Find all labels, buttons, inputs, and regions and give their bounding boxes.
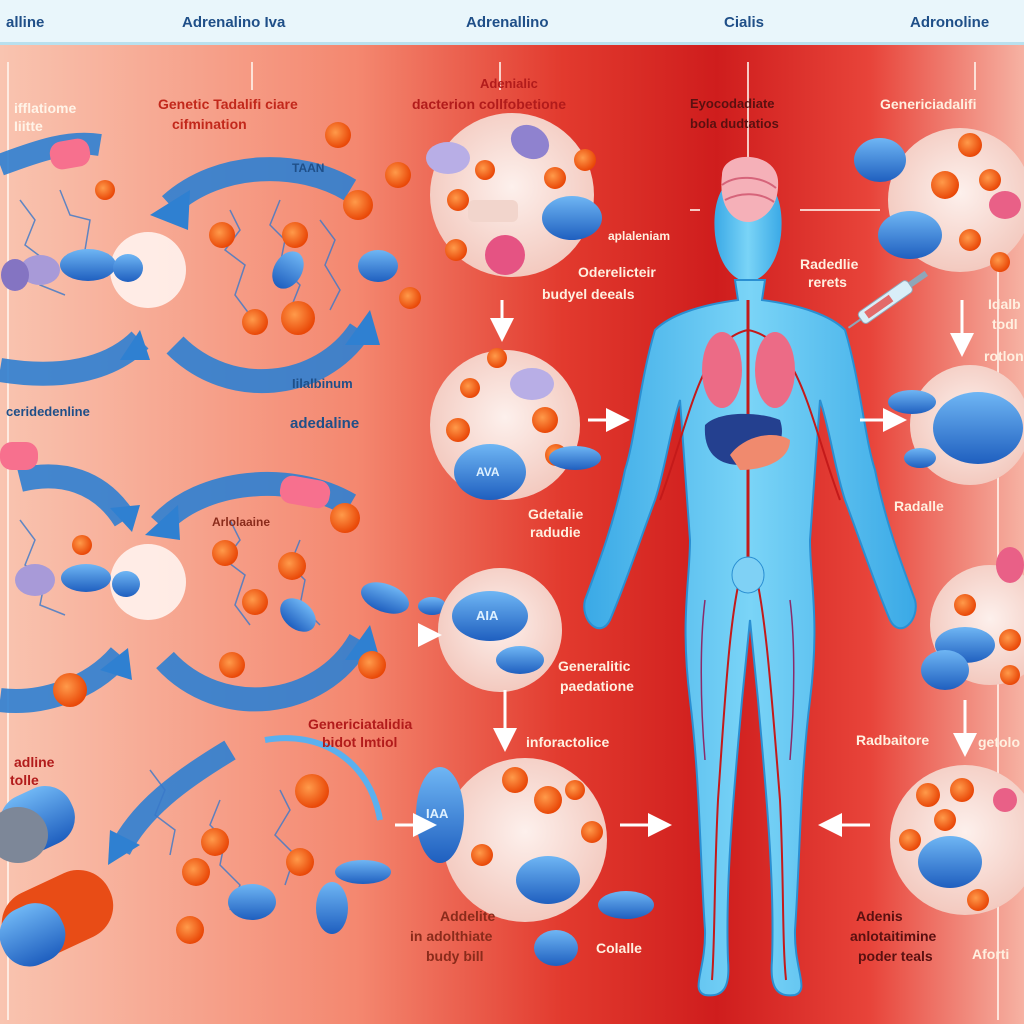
header-label-5: Adronoline [910, 14, 990, 31]
right-label-2: bola dudtatios [690, 116, 779, 131]
right-label-14: poder teals [858, 948, 933, 964]
cell-bottom [416, 758, 654, 966]
left-label-2: Iiitte [14, 118, 43, 134]
flow-arrows-middle [395, 300, 672, 837]
left-pills [0, 138, 446, 967]
right-label-3: Genericiadalifi [880, 96, 977, 112]
mid-label-11: Addelite [440, 908, 496, 924]
right-label-1: Eyocodadiate [690, 96, 775, 111]
right-label-5: rerets [808, 274, 847, 290]
left-label-11: bidot lmtiol [322, 734, 398, 750]
right-label-12: Adenis [856, 908, 903, 924]
right-cell-lower-mid [921, 547, 1024, 690]
left-label-10: Genericiatalidia [308, 716, 413, 732]
left-label-5: TAAN [292, 161, 325, 175]
right-label-13: anlotaitimine [850, 928, 937, 944]
cell-top [426, 113, 602, 277]
right-cell-top [854, 128, 1024, 272]
header-label-4: Cialis [724, 14, 765, 31]
right-label-15: Aforti [972, 946, 1010, 962]
cycle-arrows-bottom [108, 735, 383, 865]
right-label-10: Radbaitore [856, 732, 930, 748]
syringe [847, 270, 929, 329]
mid-label-10: inforactolice [526, 734, 610, 750]
mid-label-9: paedatione [560, 678, 634, 694]
right-label-4: Radedlie [800, 256, 859, 272]
cell-upper-mid [430, 348, 601, 500]
header-label-2: Adrenalino Iva [182, 14, 286, 31]
left-label-9: Arlolaaine [212, 515, 271, 529]
mid-label-13: budy bill [426, 948, 484, 964]
header-label-3: Adrenallino [466, 14, 549, 31]
mid-label-6: Gdetalie [528, 506, 584, 522]
cell-lower-mid [438, 568, 562, 692]
mid-label-8: Generalitic [558, 658, 631, 674]
right-label-8: rotlon [984, 348, 1024, 364]
left-orange-particles [53, 122, 421, 944]
left-label-8: adedaline [290, 415, 360, 432]
cycle-arrows-middle [0, 464, 380, 713]
left-label-12: adline [14, 754, 55, 770]
pill-imprint-1: AIA [476, 608, 499, 623]
right-cell-upper-mid [888, 365, 1024, 485]
left-label-1: ifflatiome [14, 100, 77, 116]
left-label-6: ceridedenline [6, 404, 90, 419]
mid-label-2: dacterion collfobetione [412, 96, 567, 112]
header-label-1: alline [6, 14, 45, 31]
right-label-11: getolo [978, 734, 1020, 750]
mid-label-5: budyel deeals [542, 286, 635, 302]
left-label-7: Iilalbinum [292, 376, 353, 391]
mid-label-12: in adolthiate [410, 928, 493, 944]
flow-arrows-right [818, 300, 977, 837]
right-label-7: todl [992, 316, 1018, 332]
left-label-3: Genetic Tadalifi ciare [158, 96, 298, 112]
right-cell-bottom [890, 765, 1024, 915]
human-body-figure [583, 156, 917, 997]
pill-imprint-2: IAA [426, 806, 449, 821]
left-label-4: cifmination [172, 116, 247, 132]
left-label-13: tolle [10, 772, 39, 788]
reaction-hub [110, 232, 186, 620]
mid-label-7: radudie [530, 524, 581, 540]
header-bar: alline Adrenalino Iva Adrenallino Cialis… [0, 0, 1024, 45]
mid-label-3: aplaleniam [608, 229, 671, 243]
mid-label-4: Oderelicteir [578, 264, 656, 280]
right-label-9: Radalle [894, 498, 944, 514]
mid-label-1: Adenialic [480, 76, 538, 91]
mid-label-14: Colalle [596, 940, 642, 956]
pill-imprint-3: AVA [476, 465, 500, 479]
right-label-6: Idalb [988, 296, 1021, 312]
